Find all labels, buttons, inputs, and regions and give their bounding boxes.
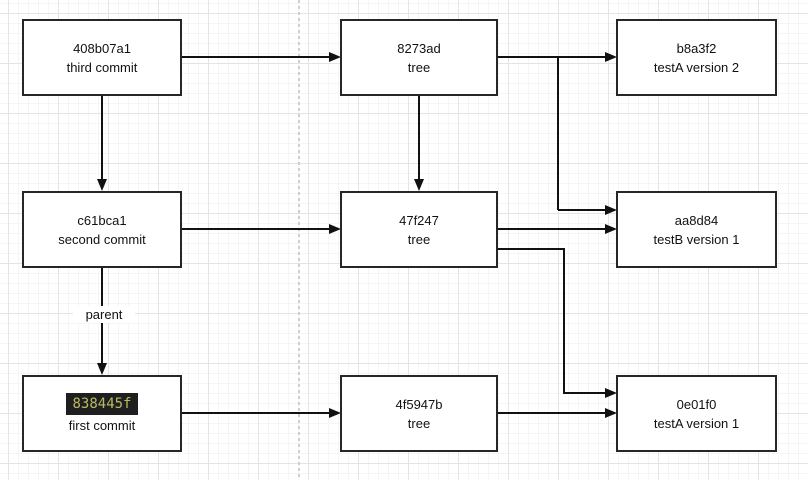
- edge-segment: [498, 56, 559, 58]
- edge-segment: [418, 96, 420, 180]
- blob-hash: 0e01f0: [676, 396, 717, 412]
- edge-segment: [558, 209, 605, 211]
- edge-label-parent[interactable]: parent: [73, 306, 135, 323]
- edge-segment: [182, 228, 329, 230]
- blob-label: testA version 2: [653, 59, 740, 75]
- tree-hash: 47f247: [399, 212, 439, 228]
- tree-hash: 4f5947b: [395, 396, 443, 412]
- object-type: tree: [407, 415, 431, 431]
- edge-segment: [498, 248, 565, 250]
- commit-message: first commit: [68, 417, 136, 433]
- commit-message: third commit: [66, 59, 138, 75]
- node-tree-47f247[interactable]: 47f247 tree: [340, 191, 498, 268]
- object-type: tree: [407, 231, 431, 247]
- node-blob-b8a3f2[interactable]: b8a3f2 testA version 2: [616, 19, 777, 96]
- edge-segment: [182, 412, 329, 414]
- edge-segment: [564, 392, 605, 394]
- node-commit-third[interactable]: 408b07a1 third commit: [22, 19, 182, 96]
- node-blob-0e01f0[interactable]: 0e01f0 testA version 1: [616, 375, 777, 452]
- object-type: tree: [407, 59, 431, 75]
- arrowhead-right-icon: [329, 224, 341, 234]
- arrowhead-right-icon: [605, 388, 617, 398]
- arrowhead-right-icon: [329, 52, 341, 62]
- commit-message: second commit: [58, 231, 146, 247]
- edge-segment: [498, 228, 605, 230]
- node-blob-aa8d84[interactable]: aa8d84 testB version 1: [616, 191, 777, 268]
- commit-hash: c61bca1: [77, 212, 127, 228]
- edge-segment: [101, 96, 103, 180]
- edge-segment: [498, 412, 605, 414]
- node-commit-first[interactable]: 838445f first commit: [22, 375, 182, 452]
- arrowhead-right-icon: [605, 224, 617, 234]
- tree-hash: 8273ad: [397, 40, 441, 56]
- node-tree-4f5947b[interactable]: 4f5947b tree: [340, 375, 498, 452]
- edge-segment: [563, 248, 565, 394]
- arrowhead-down-icon: [414, 179, 424, 191]
- commit-hash: 408b07a1: [73, 40, 131, 56]
- edge-segment: [557, 56, 559, 210]
- arrowhead-right-icon: [605, 408, 617, 418]
- node-commit-second[interactable]: c61bca1 second commit: [22, 191, 182, 268]
- blob-hash: b8a3f2: [676, 40, 717, 56]
- arrowhead-down-icon: [97, 179, 107, 191]
- commit-hash-highlighted: 838445f: [66, 392, 138, 416]
- arrowhead-right-icon: [605, 205, 617, 215]
- blob-label: testB version 1: [653, 231, 740, 247]
- highlighted-hash-text: 838445f: [66, 392, 138, 415]
- blob-label: testA version 1: [653, 415, 740, 431]
- arrowhead-right-icon: [605, 52, 617, 62]
- blob-hash: aa8d84: [674, 212, 719, 228]
- node-tree-8273ad[interactable]: 8273ad tree: [340, 19, 498, 96]
- edge-segment: [182, 56, 329, 58]
- arrowhead-down-icon: [97, 363, 107, 375]
- arrowhead-right-icon: [329, 408, 341, 418]
- page-divider: [298, 0, 300, 480]
